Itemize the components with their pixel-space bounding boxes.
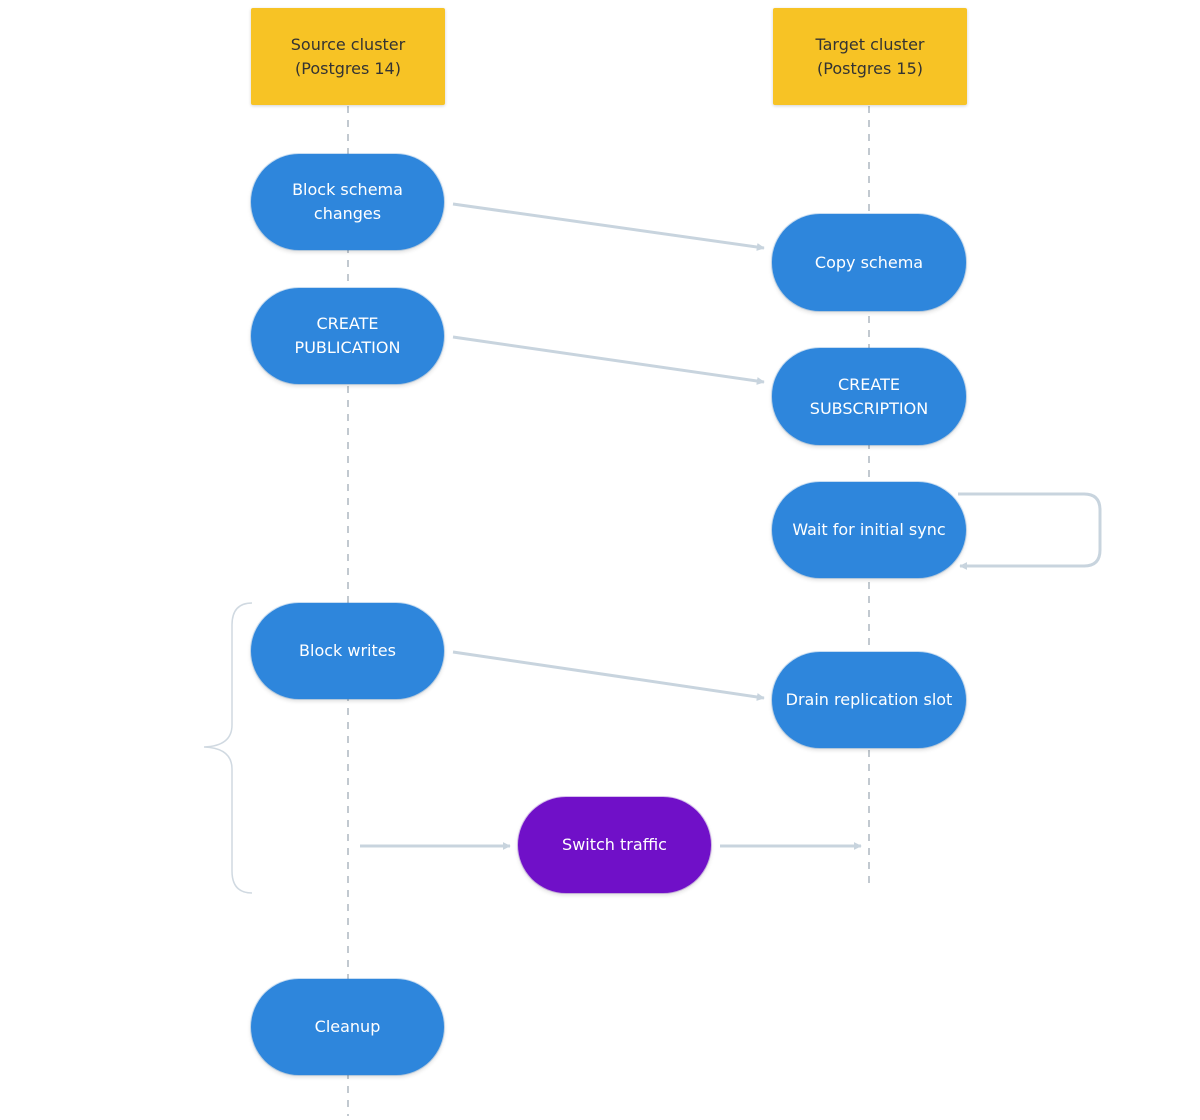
block-writes-step: Block writes	[251, 603, 444, 699]
block-writes-label: Block writes	[299, 641, 396, 660]
create-publication-label: CREATE PUBLICATION	[294, 314, 401, 357]
cleanup-step: Cleanup	[251, 979, 444, 1075]
wait-initial-sync-step: Wait for initial sync	[772, 482, 966, 578]
create-publication-step: CREATE PUBLICATION	[251, 288, 444, 384]
create-subscription-step: CREATE SUBSCRIPTION	[772, 348, 966, 445]
target-cluster-header: Target cluster (Postgres 15)	[773, 8, 967, 105]
switch-traffic-label: Switch traffic	[562, 835, 667, 854]
arrow-block-writes-to-drain-slot	[452, 650, 765, 701]
arrow-wait-sync-loop	[958, 492, 1102, 570]
copy-schema-step: Copy schema	[772, 214, 966, 311]
cleanup-label: Cleanup	[314, 1017, 381, 1036]
drain-replication-slot-label: Drain replication slot	[785, 690, 953, 709]
arrow-publication-to-subscription	[452, 335, 765, 385]
create-subscription-label: CREATE SUBSCRIPTION	[809, 374, 929, 418]
wait-initial-sync-label: Wait for initial sync	[792, 520, 946, 539]
block-schema-changes-label: Block schema changes	[292, 180, 403, 223]
source-cluster-label: Source cluster (Postgres 14)	[290, 34, 406, 78]
source-cluster-header: Source cluster (Postgres 14)	[251, 8, 445, 105]
block-schema-changes-step: Block schema changes	[251, 154, 444, 250]
copy-schema-label: Copy schema	[814, 252, 924, 272]
switch-traffic-step: Switch traffic	[518, 797, 711, 893]
cutover-group-brace	[203, 602, 253, 894]
arrow-block-schema-to-copy-schema	[452, 202, 765, 251]
drain-replication-slot-step: Drain replication slot	[772, 652, 966, 748]
target-cluster-label: Target cluster (Postgres 15)	[815, 34, 925, 78]
